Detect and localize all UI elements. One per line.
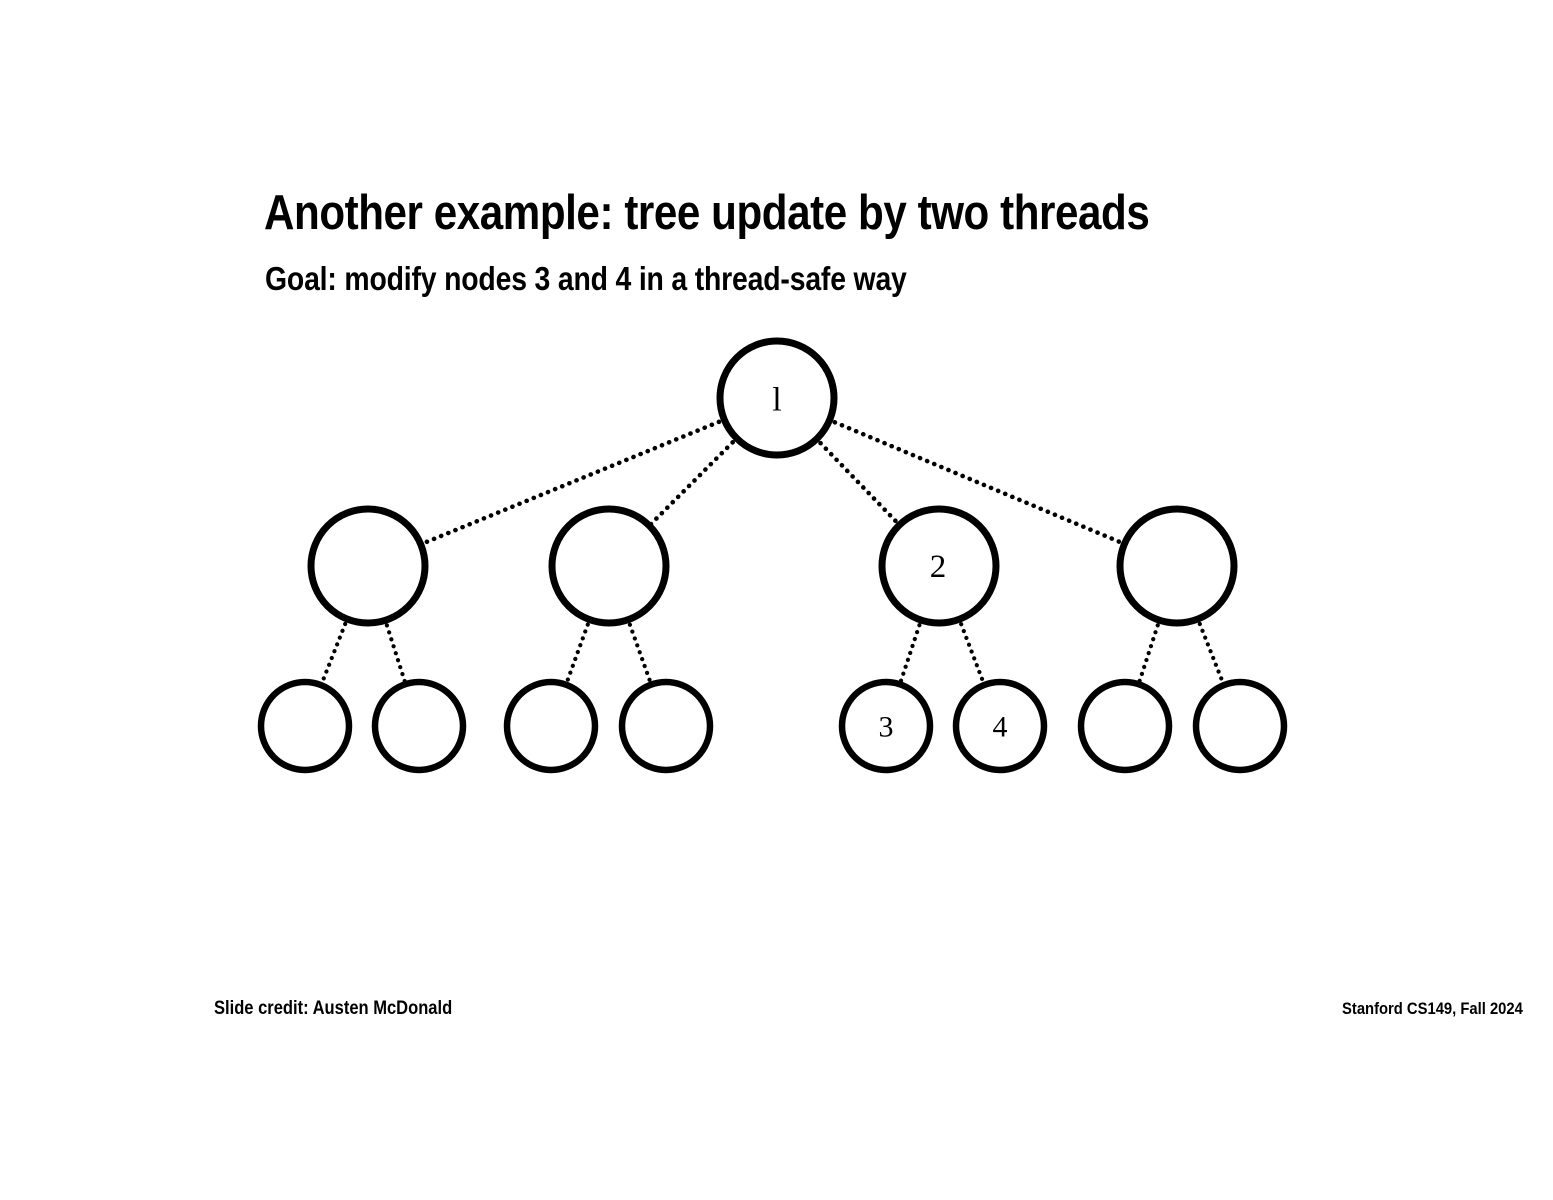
tree-node[interactable] [503, 678, 599, 774]
tree-edge [898, 616, 924, 686]
tree-node-circle [1116, 505, 1238, 627]
tree-node[interactable] [1192, 678, 1288, 774]
tree-node[interactable] [1077, 678, 1173, 774]
tree-node-label: 4 [993, 711, 1008, 744]
tree-edge [564, 615, 593, 686]
tree-node[interactable] [371, 678, 467, 774]
tree-node[interactable]: 2 [878, 505, 1000, 627]
tree-edge [1195, 615, 1226, 687]
tree-edge [1136, 616, 1163, 686]
tree-node-circle [371, 678, 467, 774]
tree-edge [419, 416, 729, 547]
tree-edge [956, 615, 987, 687]
slide-subtitle: Goal: modify nodes 3 and 4 in a thread-s… [265, 260, 907, 297]
tree-node-circle [838, 678, 934, 774]
page-title: Another example: tree update by two thre… [264, 186, 1150, 240]
tree-node-label: l [772, 382, 781, 419]
tree-edge [319, 615, 350, 687]
tree-node-circle [307, 505, 429, 627]
tree-node-circle [1192, 678, 1288, 774]
tree-node[interactable] [618, 678, 714, 774]
tree-edge [647, 434, 741, 528]
tree-edge [825, 416, 1126, 546]
tree-node[interactable] [1116, 505, 1238, 627]
tree-edge [625, 615, 653, 686]
tree-edge [382, 616, 408, 686]
tree-edge-layer [319, 416, 1226, 687]
tree-node-label: 3 [879, 711, 894, 744]
footer-course-label: Stanford CS149, Fall 2024 [1342, 999, 1523, 1018]
tree-node-circle [952, 678, 1048, 774]
tree-node[interactable]: 4 [952, 678, 1048, 774]
tree-node-layer: l 2 3 4 [257, 337, 1288, 774]
footer-slide-credit: Slide credit: Austen McDonald [214, 998, 453, 1019]
tree-node-circle [716, 337, 838, 459]
tree-node[interactable]: 3 [838, 678, 934, 774]
tree-node-circle [618, 678, 714, 774]
tree-node-circle [548, 505, 670, 627]
tree-node-circle [1077, 678, 1173, 774]
tree-node-label: 2 [930, 549, 947, 585]
tree-node[interactable] [548, 505, 670, 627]
tree-node[interactable] [307, 505, 429, 627]
tree-node-circle [257, 678, 353, 774]
tree-node-circle [503, 678, 599, 774]
tree-node[interactable]: l [716, 337, 838, 459]
tree-edge [812, 435, 902, 527]
tree-node[interactable] [257, 678, 353, 774]
tree-node-circle [878, 505, 1000, 627]
